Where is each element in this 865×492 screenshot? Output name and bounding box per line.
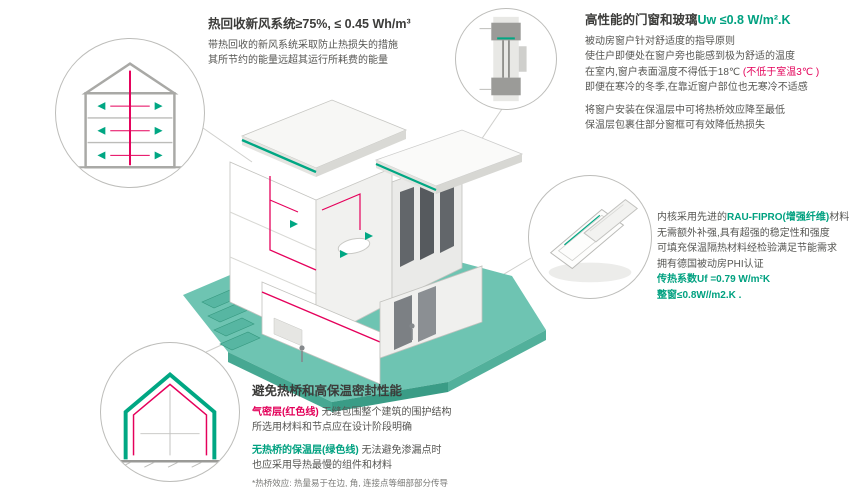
frame-uw-value: 整窗≤0.8W//m2.K . bbox=[657, 289, 742, 301]
frame-line1: 内核采用先进的RAU-FIPRO(增强纤维)材料 bbox=[657, 210, 863, 226]
frame-callout: 内核采用先进的RAU-FIPRO(增强纤维)材料 无需额外补强,具有超强的稳定性… bbox=[657, 210, 863, 303]
thermal-airtight-line1: 气密层(红色线) 无缝包围整个建筑的围护结构 bbox=[252, 405, 592, 421]
thermal-insulation-line2: 也应采用导热最慢的组件和材料 bbox=[252, 460, 392, 472]
windows-body-line2: 使住户即便处在窗户旁也能感到极为舒适的温度 bbox=[585, 51, 795, 63]
thermal-airtight-line2: 所选用材料和节点应在设计阶段明确 bbox=[252, 422, 412, 434]
windows-body-line3: 在室内,窗户表面温度不得低于18℃ (不低于室温3℃ ) bbox=[585, 65, 861, 81]
frame-line2: 无需额外补强,具有超强的稳定性和强度 bbox=[657, 227, 830, 239]
thermal-bridge-footnote: *热桥效应: 热量易于在边, 角, 连接点等细部部分传导 bbox=[252, 477, 448, 488]
frame-line1-post: 材料 bbox=[829, 212, 850, 223]
windows-heading: 高性能的门窗和玻璃Uw ≤0.8 W/m².K bbox=[585, 12, 861, 29]
isometric-house-icon bbox=[183, 99, 546, 412]
ventilation-body-line1: 带热回收的新风系统采取防止热损失的措施 bbox=[208, 39, 398, 51]
windows-body-line1: 被动房窗户针对舒适度的指导原则 bbox=[585, 35, 735, 47]
windows-body-line3-black: 在室内,窗户表面温度不得低于18℃ bbox=[585, 66, 743, 78]
windows-body-line3-red: (不低于室温3℃ ) bbox=[742, 66, 820, 78]
frame-uf-value: 传热系数Uf =0.79 W/m²K bbox=[657, 274, 771, 285]
windows-heading-value: Uw ≤0.8 W/m².K bbox=[697, 13, 791, 27]
insulation-inset-circle bbox=[100, 342, 240, 482]
thermal-insulation-line1: 无热桥的保温层(绿色线) 无法避免渗漏点时 bbox=[252, 443, 592, 459]
ventilation-body-line2: 其所节约的能量远超其运行所耗费的能量 bbox=[208, 55, 388, 67]
frame-inset-circle bbox=[528, 175, 652, 299]
windows-heading-main: 高性能的门窗和玻璃 bbox=[585, 13, 698, 27]
frame-line3: 可填充保温隔热材料经检验满足节能需求 bbox=[657, 243, 837, 254]
windows-body-line4: 即便在寒冷的冬季,在靠近窗户部位也无寒冷不适感 bbox=[585, 82, 808, 94]
window-section-inset-circle bbox=[455, 8, 557, 110]
ventilation-heading: 热回收新风系统≥75%, ≤ 0.45 Wh/m³ bbox=[208, 17, 411, 31]
insulation-layer-label: 无热桥的保温层(绿色线) bbox=[252, 444, 359, 456]
windows-body-line6: 保温层包裹住部分窗框可有效降低热损失 bbox=[585, 120, 765, 132]
house-illustration bbox=[150, 50, 570, 420]
windows-body-line5: 将窗户安装在保温层中可将热桥效应降至最低 bbox=[585, 104, 785, 116]
thermal-heading: 避免热桥和高保温密封性能 bbox=[252, 384, 403, 398]
frame-line1-material: RAU-FIPRO(增强纤维) bbox=[727, 212, 830, 223]
window-installation-section-icon bbox=[479, 16, 527, 102]
ventilation-inset-circle bbox=[55, 38, 205, 188]
insulation-airtight-cross-section-icon bbox=[114, 371, 226, 468]
house-ventilation-cross-section-icon bbox=[75, 62, 185, 169]
thermal-callout: 避免热桥和高保温密封性能 气密层(红色线) 无缝包围整个建筑的围护结构 所选用材… bbox=[252, 383, 592, 490]
windows-callout: 高性能的门窗和玻璃Uw ≤0.8 W/m².K 被动房窗户针对舒适度的指导原则 … bbox=[585, 12, 861, 134]
insulation-layer-text: 无法避免渗漏点时 bbox=[358, 444, 442, 456]
frame-line1-pre: 内核采用先进的 bbox=[657, 212, 727, 223]
airtight-layer-label: 气密层(红色线) bbox=[252, 406, 319, 418]
frame-line4: 拥有德国被动房PHI认证 bbox=[657, 258, 764, 270]
ventilation-callout: 热回收新风系统≥75%, ≤ 0.45 Wh/m³ 带热回收的新风系统采取防止热… bbox=[208, 16, 470, 69]
window-frame-profile-icon bbox=[548, 198, 639, 283]
airtight-layer-text: 无缝包围整个建筑的围护结构 bbox=[318, 406, 452, 418]
